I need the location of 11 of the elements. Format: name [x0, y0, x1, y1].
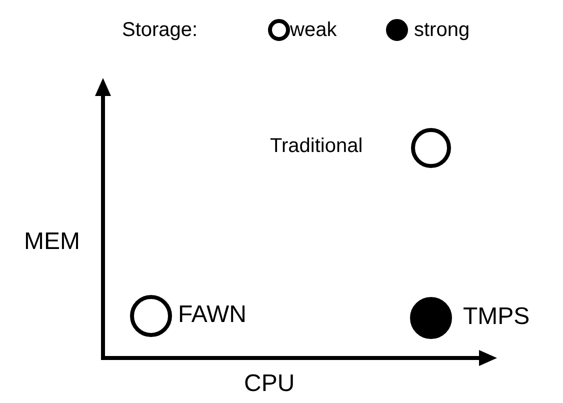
- point-label: TMPS: [463, 305, 530, 329]
- legend-title: Storage:: [122, 20, 198, 40]
- point-marker: [130, 295, 172, 337]
- legend-text: strong: [414, 20, 470, 40]
- point-label: Traditional: [270, 136, 363, 156]
- point-marker: [410, 297, 452, 339]
- axis-label: CPU: [244, 372, 295, 396]
- point-marker: [411, 128, 451, 168]
- point-label: FAWN: [178, 303, 246, 327]
- axis-label: MEM: [24, 230, 80, 254]
- legend-text: weak: [290, 20, 337, 40]
